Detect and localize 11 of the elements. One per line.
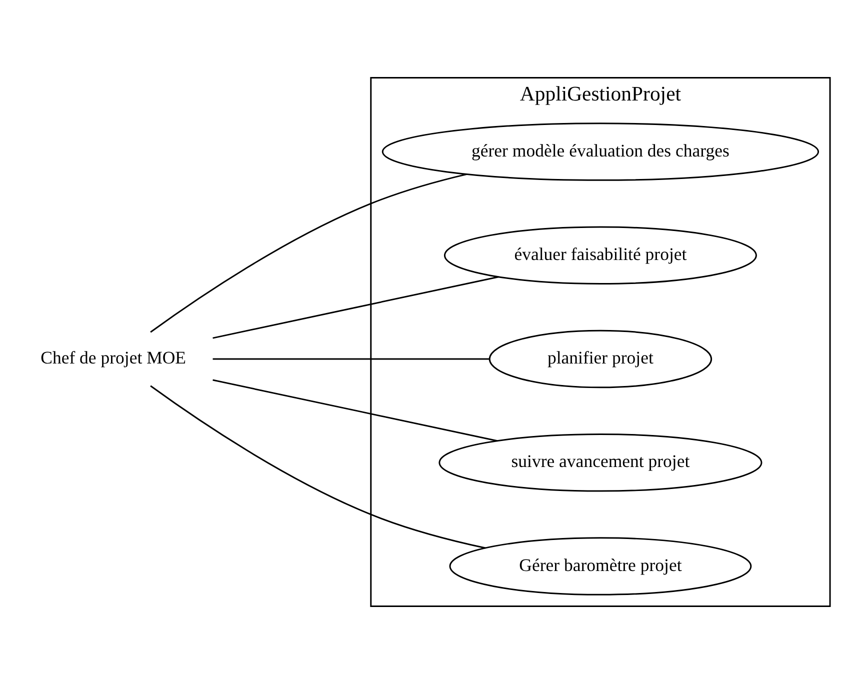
node-ellipse: suivre avancement projet	[438, 434, 762, 492]
node-text: Chef de projet MOE	[40, 348, 186, 368]
node-ellipse: évaluer faisabilité projet	[444, 226, 757, 285]
node-ellipse: Gérer baromètre projet	[449, 537, 752, 596]
connector	[212, 276, 499, 339]
connector	[212, 358, 490, 360]
connector	[150, 173, 468, 333]
connector	[212, 379, 498, 442]
node-ellipse: planifier projet	[488, 330, 712, 388]
node-ellipse: gérer modèle évaluation des charges	[382, 122, 820, 181]
connector	[150, 385, 486, 549]
